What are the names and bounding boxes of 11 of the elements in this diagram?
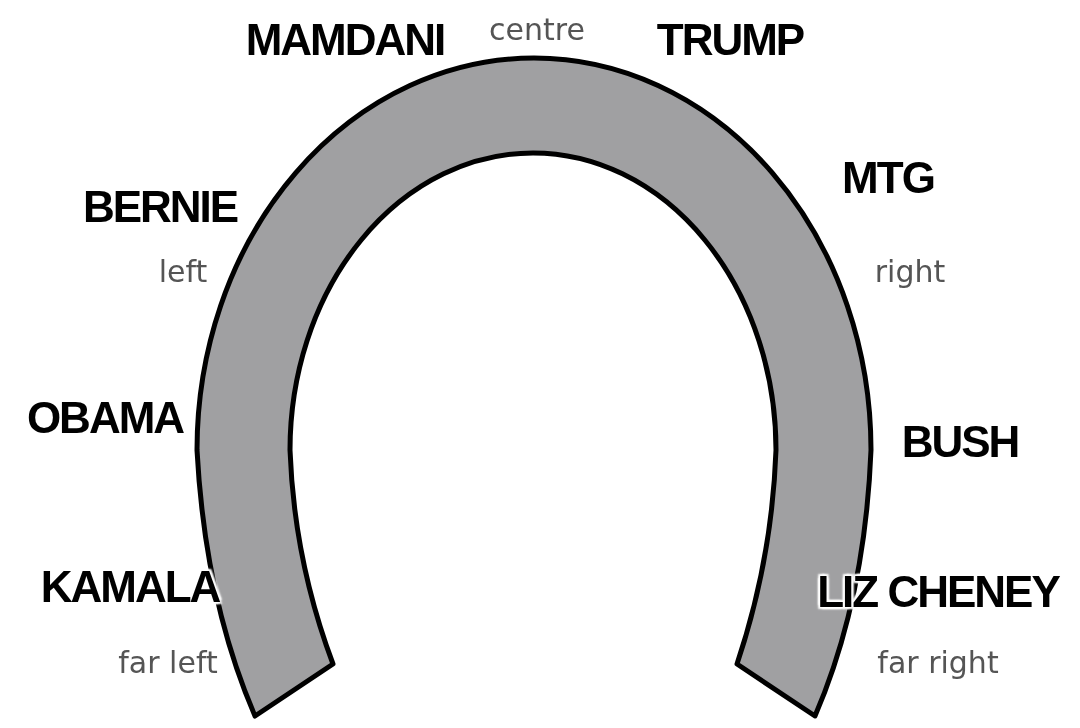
name-label: OBAMA <box>26 396 184 440</box>
position-label: centre <box>489 15 585 45</box>
name-label: MAMDANI <box>245 18 445 62</box>
name-label: MTG <box>842 156 934 200</box>
position-label: right <box>874 257 946 287</box>
position-label: far right <box>877 648 999 678</box>
name-label: BERNIE <box>82 185 238 229</box>
name-label: TRUMP <box>656 18 804 62</box>
position-label: far left <box>118 648 218 678</box>
name-label: BUSH <box>901 420 1019 464</box>
position-label: left <box>158 257 208 287</box>
